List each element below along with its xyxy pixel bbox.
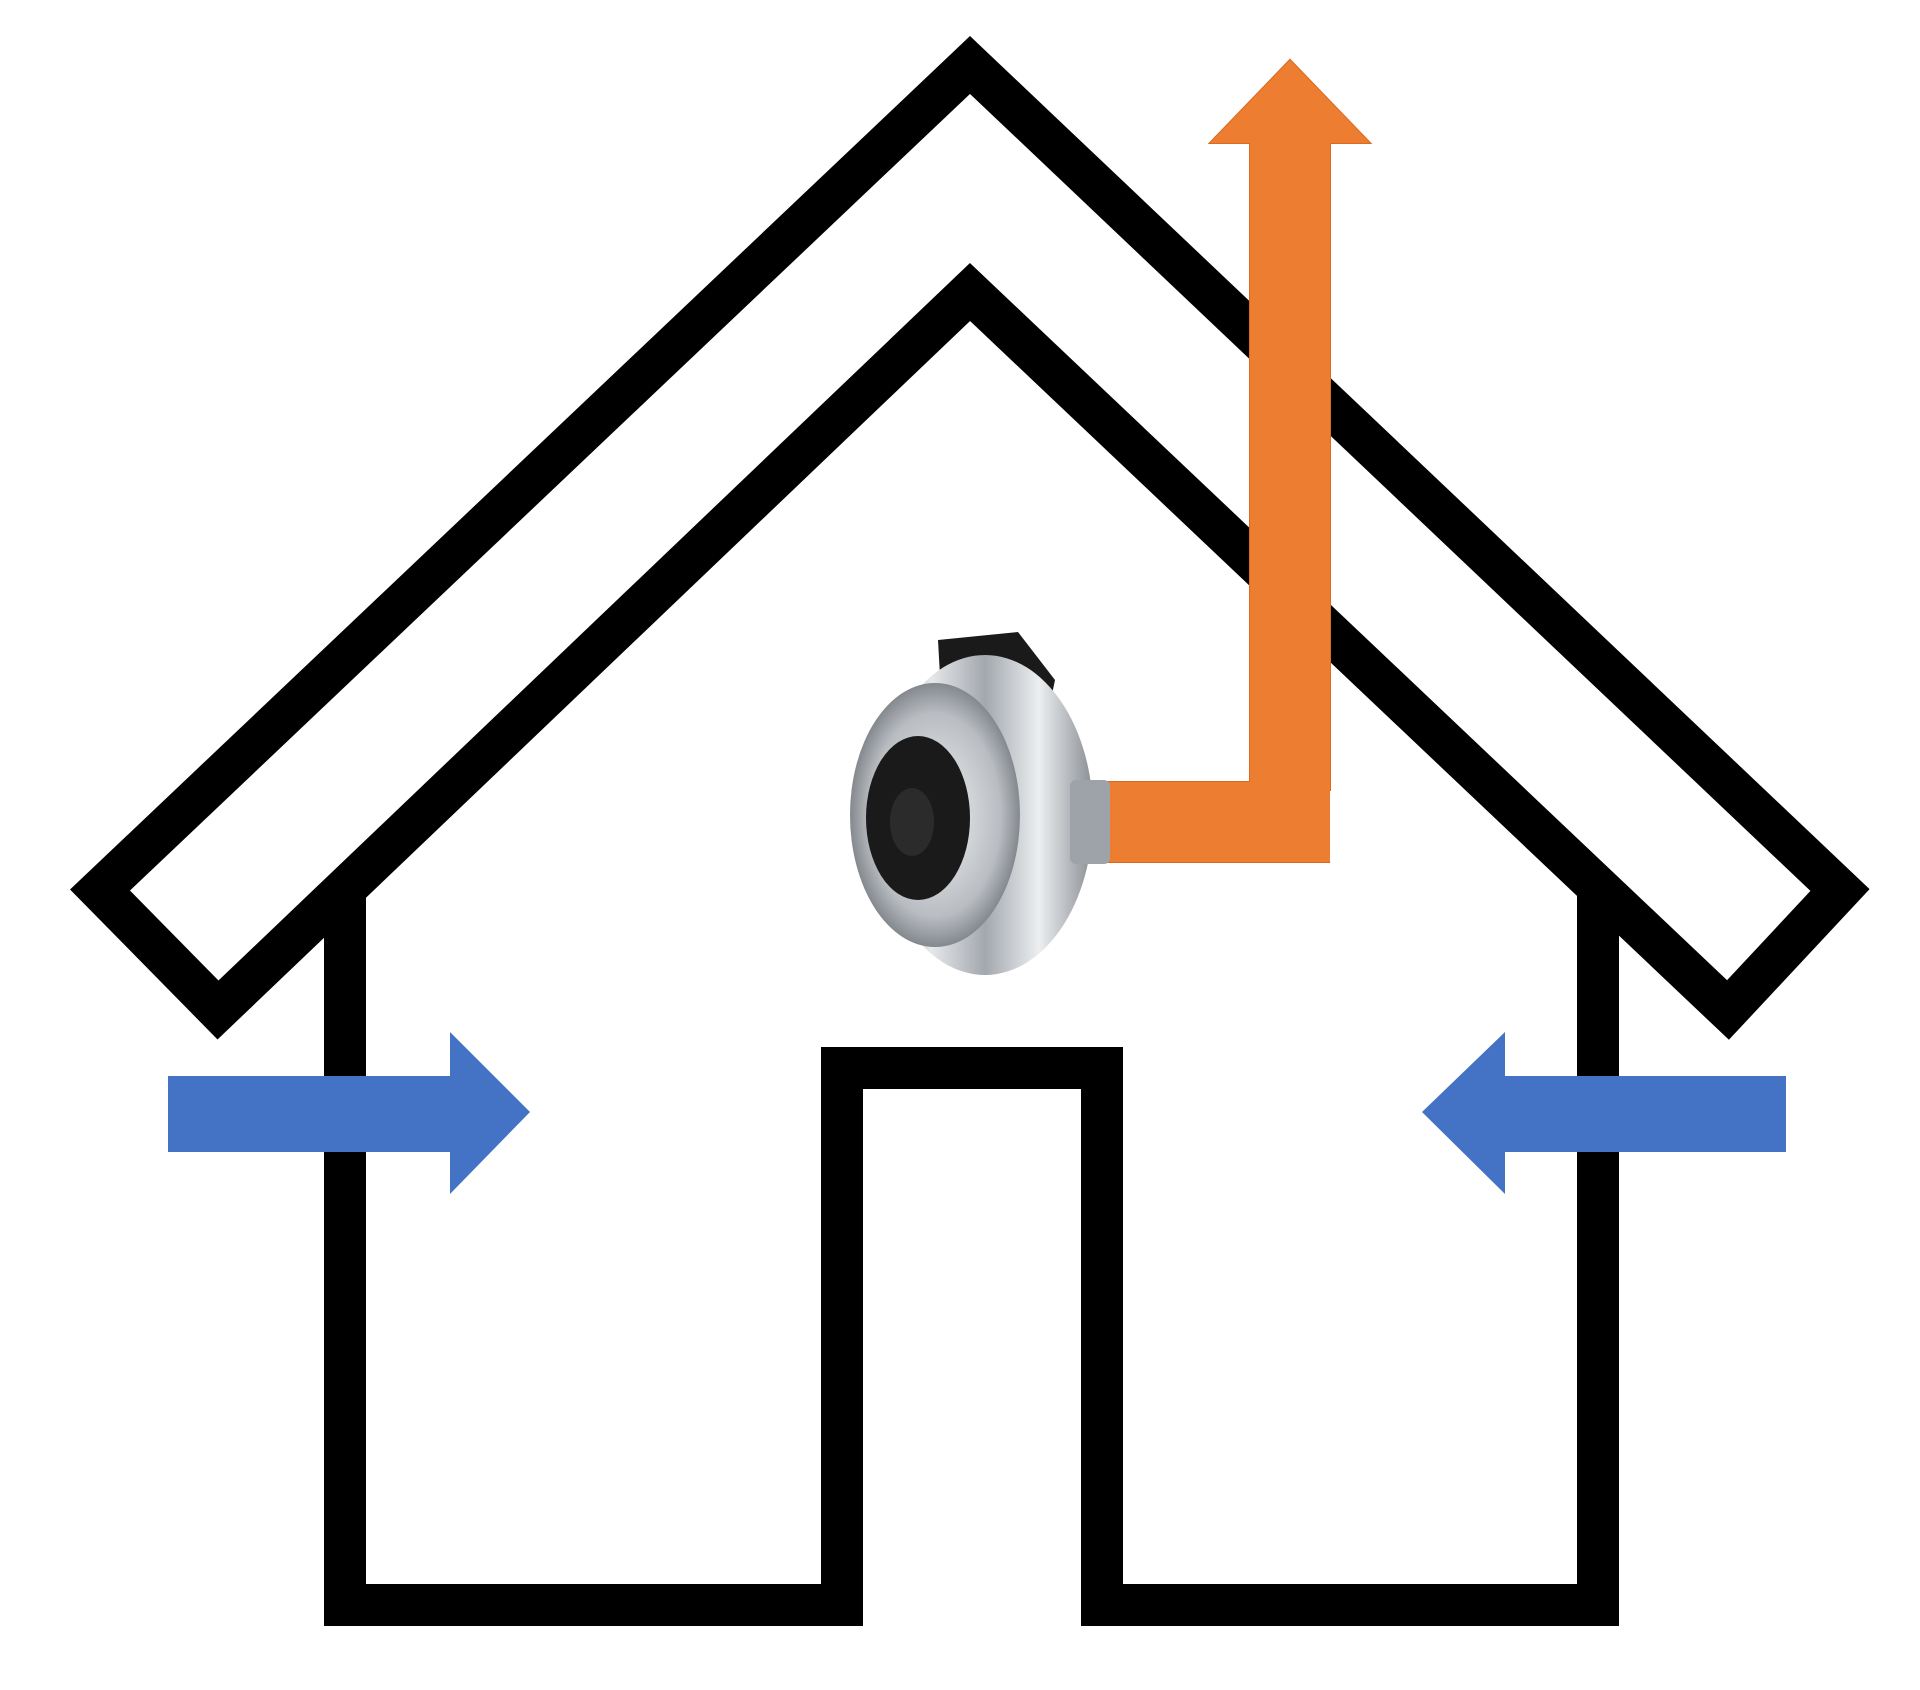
exhaust-duct-vertical — [1250, 140, 1330, 862]
inline-duct-fan-icon — [850, 632, 1110, 975]
exhaust-arrow-icon — [1106, 58, 1373, 863]
door-icon — [842, 1068, 1102, 1605]
fan-outlet-collar — [1070, 780, 1110, 864]
fan-motor-hub — [890, 788, 934, 856]
intake-arrow-right-icon — [1422, 1032, 1786, 1194]
intake-arrow-right — [1422, 1032, 1786, 1194]
intake-arrow-left-icon — [168, 1032, 530, 1194]
exhaust-arrow-head — [1210, 60, 1370, 143]
roof-icon — [70, 36, 1870, 1040]
house-outline-icon — [324, 880, 1619, 1626]
house-walls — [324, 880, 1619, 1626]
door — [842, 1068, 1102, 1605]
roof-band — [70, 36, 1870, 1040]
intake-arrow-left — [168, 1032, 530, 1194]
